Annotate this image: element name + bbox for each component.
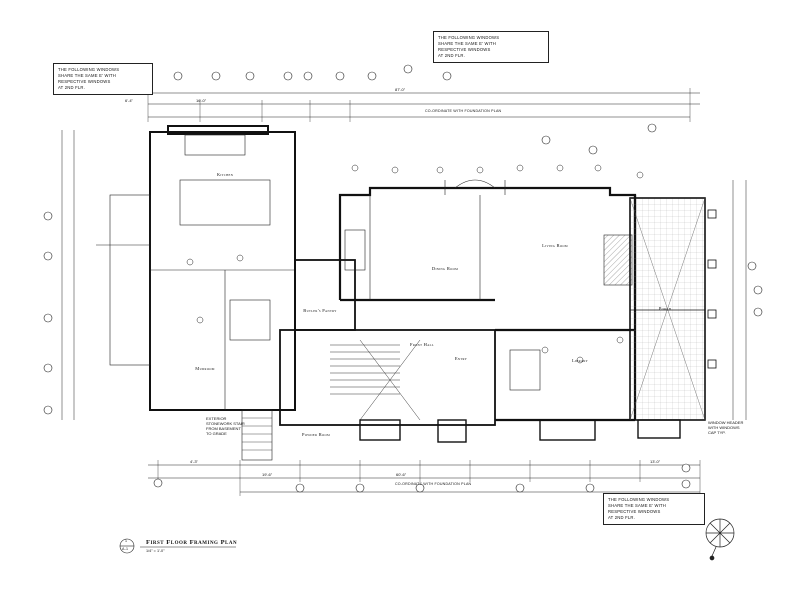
coord-note-top: CO-ORDINATE WITH FOUNDATION PLAN <box>425 109 502 113</box>
dim-right: 13'-0" <box>650 459 661 464</box>
grid-markers-top <box>173 64 657 155</box>
room-label-front-hall: Front Hall <box>410 342 434 347</box>
room-label-dining: Dining Room <box>431 266 459 271</box>
room-label-porch: Porch <box>658 306 672 311</box>
room-label-living: Living Room <box>542 243 568 248</box>
note-line: RESPECTIVE WINDOWS <box>608 509 661 514</box>
room-label-entry: Entry <box>454 356 468 361</box>
porch-header-note: WINDOW HEADER WITH WINDOWS CAP TYP. <box>708 420 743 435</box>
note-line: THE FOLLOWING WINDOWS <box>608 497 670 502</box>
coord-note-bottom: CO-ORDINATE WITH FOUNDATION PLAN <box>395 482 472 486</box>
note-line: WINDOW HEADER <box>708 420 744 425</box>
west-wing-detail <box>96 134 295 461</box>
note-line: FROM BASEMENT <box>206 426 241 431</box>
window-note-top-left: THE FOLLOWING WINDOWS SHARE THE SAME E' … <box>53 63 153 95</box>
note-line: SHARE THE SAME E' WITH <box>58 73 116 78</box>
note-line: WITH WINDOWS <box>708 425 740 430</box>
right-piers <box>707 209 717 369</box>
title-bubble <box>119 538 135 554</box>
dim-bottom-center: 60'-6" <box>396 472 407 477</box>
title-bubble-number: 1 <box>125 539 128 543</box>
note-line: RESPECTIVE WINDOWS <box>58 79 111 84</box>
drawing-scale: 1/4" = 1'-0" <box>146 549 165 553</box>
note-line: AT 2ND FLR. <box>438 53 465 58</box>
dim-top-left: 6'-4" <box>125 98 133 103</box>
bottom-dimension-strings <box>148 460 701 496</box>
note-line: EXTERIOR <box>206 416 227 421</box>
room-label-powder: Powder Room <box>302 432 330 437</box>
drawing-title: First Floor Framing Plan <box>146 539 238 546</box>
grid-markers-bottom <box>153 463 691 493</box>
note-line: THE FOLLOWING WINDOWS <box>58 67 120 72</box>
dim-bottom-mid: 19'-6" <box>262 472 273 477</box>
window-note-top-center: THE FOLLOWING WINDOWS SHARE THE SAME E' … <box>433 31 549 63</box>
dim-overall: 87'-0" <box>395 87 406 92</box>
room-label-library: Library <box>571 358 589 363</box>
room-label-kitchen: Kitchen <box>216 172 234 177</box>
stair <box>330 339 421 421</box>
note-line: SHARE THE SAME E' WITH <box>438 41 496 46</box>
front-bays <box>359 419 681 443</box>
grid-markers-sides <box>43 211 763 415</box>
title-bubble-sheet: A-1 <box>122 547 129 551</box>
note-line: AT 2ND FLR. <box>608 515 635 520</box>
note-line: AT 2ND FLR. <box>58 85 85 90</box>
dim-top-mid: 16'-0" <box>196 98 207 103</box>
east-block-interior <box>344 179 633 391</box>
north-arrow-icon <box>705 518 735 561</box>
porch <box>629 197 706 421</box>
note-line: THE FOLLOWING WINDOWS <box>438 35 500 40</box>
note-line: TO GRADE <box>206 431 227 436</box>
central-hall <box>279 259 496 426</box>
window-tags <box>186 164 644 364</box>
window-note-bottom-right: THE FOLLOWING WINDOWS SHARE THE SAME E' … <box>603 493 705 525</box>
side-dimension-strings <box>61 130 747 420</box>
dim-bottom-left: 4'-3" <box>190 459 198 464</box>
note-line: RESPECTIVE WINDOWS <box>438 47 491 52</box>
top-dimension-strings <box>118 88 700 122</box>
exterior-stair-note: EXTERIOR STONEWORK STAIR FROM BASEMENT T… <box>206 416 245 436</box>
room-label-butlers: Butler's Pantry <box>303 308 337 313</box>
note-line: STONEWORK STAIR <box>206 421 245 426</box>
east-block <box>338 186 637 422</box>
note-line: SHARE THE SAME E' WITH <box>608 503 666 508</box>
room-label-mudroom: Mudroom <box>195 366 215 371</box>
note-line: CAP TYP. <box>708 430 726 435</box>
